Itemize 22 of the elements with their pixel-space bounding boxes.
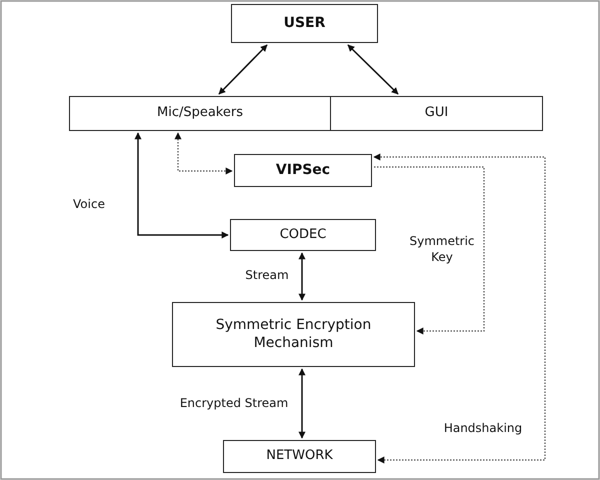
dotted-arrow <box>374 166 485 334</box>
arrow <box>347 44 399 95</box>
box-label: Mic/Speakers <box>156 105 243 122</box>
box-label: USER <box>284 14 326 32</box>
box-label: VIPSec <box>276 162 330 180</box>
arrow <box>134 132 229 238</box>
box-label: GUI <box>424 105 448 122</box>
arrow <box>298 252 306 301</box>
process-box <box>69 96 331 131</box>
box-label: CODEC <box>280 226 326 244</box>
process-box <box>223 440 376 473</box>
box-label: NETWORK <box>266 448 333 465</box>
process-box <box>230 219 376 251</box>
process-box <box>330 96 543 131</box>
dotted-arrow <box>174 132 233 174</box>
process-box <box>231 4 378 43</box>
arrow <box>218 44 268 95</box>
arrow <box>298 368 306 439</box>
box-label: Symmetric Encryption Mechanism <box>214 317 372 352</box>
process-box <box>234 154 372 187</box>
process-box <box>172 302 415 367</box>
dotted-arrow <box>373 154 546 464</box>
